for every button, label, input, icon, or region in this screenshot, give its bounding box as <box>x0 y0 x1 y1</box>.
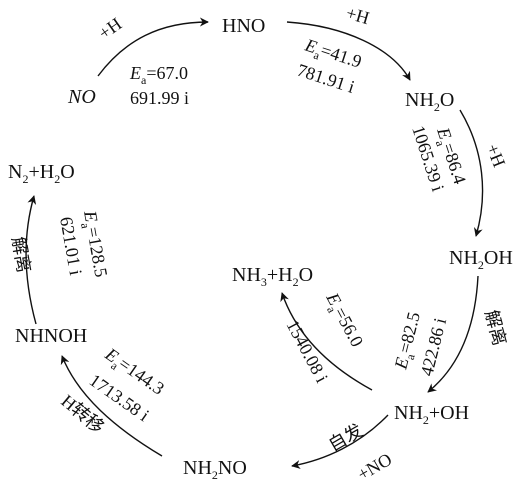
step-2-reagent: +H <box>344 3 372 29</box>
arrow-no-to-hno <box>97 17 209 77</box>
step-1-freq: 691.99 i <box>130 88 189 108</box>
step-5-reagent: 自发 <box>325 420 366 455</box>
step-2-label: +H Ea=41.9 781.91 i <box>295 3 372 97</box>
step-8-label: Ea=56.0 1540.08 i <box>282 289 367 386</box>
species-nh2no: NH2NO <box>183 457 247 482</box>
arrow-nh2o-to-nh2oh <box>459 109 484 237</box>
arrow-nh2-oh-to-nh2no <box>291 414 389 469</box>
species-n2-h2o: N2+H2O <box>8 161 75 186</box>
species-no: NO <box>67 86 96 108</box>
step-6-label: H转移 Ea=144.3 1713.58 i <box>57 343 168 437</box>
arrow-hno-to-nh2o <box>286 21 411 81</box>
species-nh2-oh: NH2+OH <box>394 402 469 427</box>
step-1-ea: Ea=67.0 <box>129 63 188 87</box>
step-8-ea: Ea=56.0 <box>318 289 367 352</box>
species-nhnoh: NHNOH <box>15 325 87 347</box>
species-nh2oh: NH2OH <box>449 247 513 272</box>
step-4-reagent: 解离 <box>481 308 510 348</box>
step-5-label: 自发 +NO <box>325 420 395 484</box>
species-hno: HNO <box>222 15 265 37</box>
species-nh3-h2o: NH3+H2O <box>232 264 313 289</box>
arrow-nhnoh-to-n2-h2o <box>25 195 37 325</box>
step-6-reagent: H转移 <box>57 391 107 438</box>
step-7-reagent: 解离 <box>8 235 34 274</box>
step-4-freq: 422.86 i <box>416 316 450 378</box>
arrow-nh2oh-to-nh2-oh <box>427 275 479 393</box>
step-3-reagent: +H <box>482 141 509 170</box>
step-1-reagent: +H <box>95 14 125 44</box>
step-8-freq: 1540.08 i <box>282 316 332 385</box>
step-7-label: 解离 Ea=128.5 621.01 i <box>8 208 111 278</box>
step-1-label: +H Ea=67.0 691.99 i <box>95 14 189 108</box>
arrow-nh2-oh-to-nh3-h2o <box>280 292 373 391</box>
species-nh2o: NH2O <box>405 89 454 114</box>
arrow-nh2no-to-nhnoh <box>60 355 163 457</box>
step-5-reagent2: +NO <box>354 449 395 484</box>
step-3-label: +H Ea=86.4 1065.39 i <box>408 123 509 194</box>
